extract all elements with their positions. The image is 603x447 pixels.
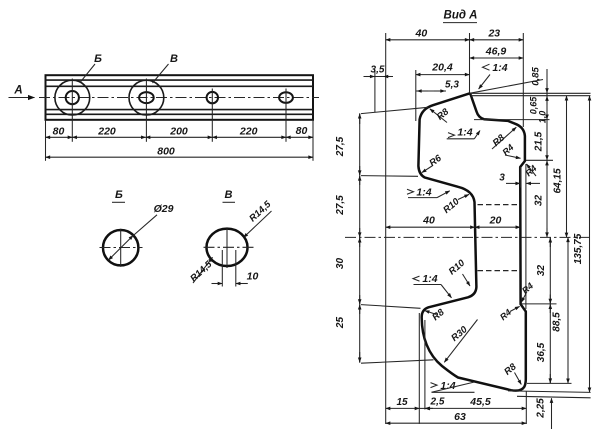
svg-text:64,15: 64,15 <box>553 168 564 193</box>
svg-text:0,65: 0,65 <box>529 96 539 115</box>
svg-text:R8: R8 <box>430 307 447 324</box>
svg-text:1:4: 1:4 <box>440 380 455 392</box>
svg-text:R4: R4 <box>520 281 535 296</box>
svg-text:20,4: 20,4 <box>431 62 453 74</box>
svg-text:2,25: 2,25 <box>536 398 547 419</box>
svg-text:R10: R10 <box>447 257 468 277</box>
svg-text:0,85: 0,85 <box>531 67 542 86</box>
svg-text:R14,5: R14,5 <box>247 199 274 225</box>
svg-text:27,5: 27,5 <box>335 195 346 216</box>
svg-text:1:4: 1:4 <box>422 273 437 285</box>
svg-text:1:4: 1:4 <box>492 62 507 74</box>
svg-text:46,9: 46,9 <box>485 46 507 58</box>
svg-text:63: 63 <box>454 411 466 423</box>
svg-text:R14,5: R14,5 <box>188 259 215 285</box>
svg-text:40: 40 <box>422 215 435 227</box>
svg-text:27,5: 27,5 <box>335 136 346 157</box>
svg-text:21,5: 21,5 <box>534 131 545 152</box>
svg-text:220: 220 <box>97 126 116 138</box>
svg-text:10: 10 <box>247 271 259 283</box>
svg-text:Ø29: Ø29 <box>154 203 174 215</box>
svg-text:220: 220 <box>239 126 258 138</box>
svg-text:32: 32 <box>536 265 547 277</box>
svg-text:Вид А: Вид А <box>444 10 478 22</box>
svg-text:1:4: 1:4 <box>457 127 472 139</box>
svg-text:Б: Б <box>115 189 123 201</box>
svg-text:3: 3 <box>499 173 505 184</box>
svg-text:Б: Б <box>94 53 102 65</box>
svg-text:80: 80 <box>296 125 308 137</box>
svg-text:30: 30 <box>335 258 346 270</box>
svg-text:40: 40 <box>415 28 428 40</box>
svg-text:В: В <box>225 189 233 201</box>
svg-text:R30: R30 <box>449 324 470 344</box>
svg-text:R4: R4 <box>498 307 513 322</box>
svg-text:135,75: 135,75 <box>573 233 584 264</box>
svg-text:800: 800 <box>157 146 175 158</box>
svg-text:В: В <box>170 53 178 65</box>
svg-text:3,5: 3,5 <box>371 65 385 76</box>
svg-text:80: 80 <box>53 126 65 138</box>
svg-text:45,5: 45,5 <box>469 396 491 408</box>
svg-text:1:4: 1:4 <box>416 187 431 199</box>
svg-text:200: 200 <box>169 126 188 138</box>
svg-text:25: 25 <box>335 317 346 330</box>
svg-text:R8: R8 <box>435 106 452 123</box>
svg-text:23: 23 <box>487 28 500 40</box>
svg-text:2,5: 2,5 <box>430 397 445 408</box>
svg-text:15: 15 <box>396 397 408 408</box>
svg-text:88,5: 88,5 <box>552 312 563 332</box>
svg-text:32: 32 <box>534 195 545 207</box>
svg-text:А: А <box>13 85 22 97</box>
svg-text:20: 20 <box>489 215 502 227</box>
svg-text:R6: R6 <box>427 153 444 169</box>
svg-text:1,0: 1,0 <box>538 111 548 124</box>
svg-text:5,3: 5,3 <box>445 80 459 91</box>
svg-text:36,5: 36,5 <box>536 342 547 362</box>
